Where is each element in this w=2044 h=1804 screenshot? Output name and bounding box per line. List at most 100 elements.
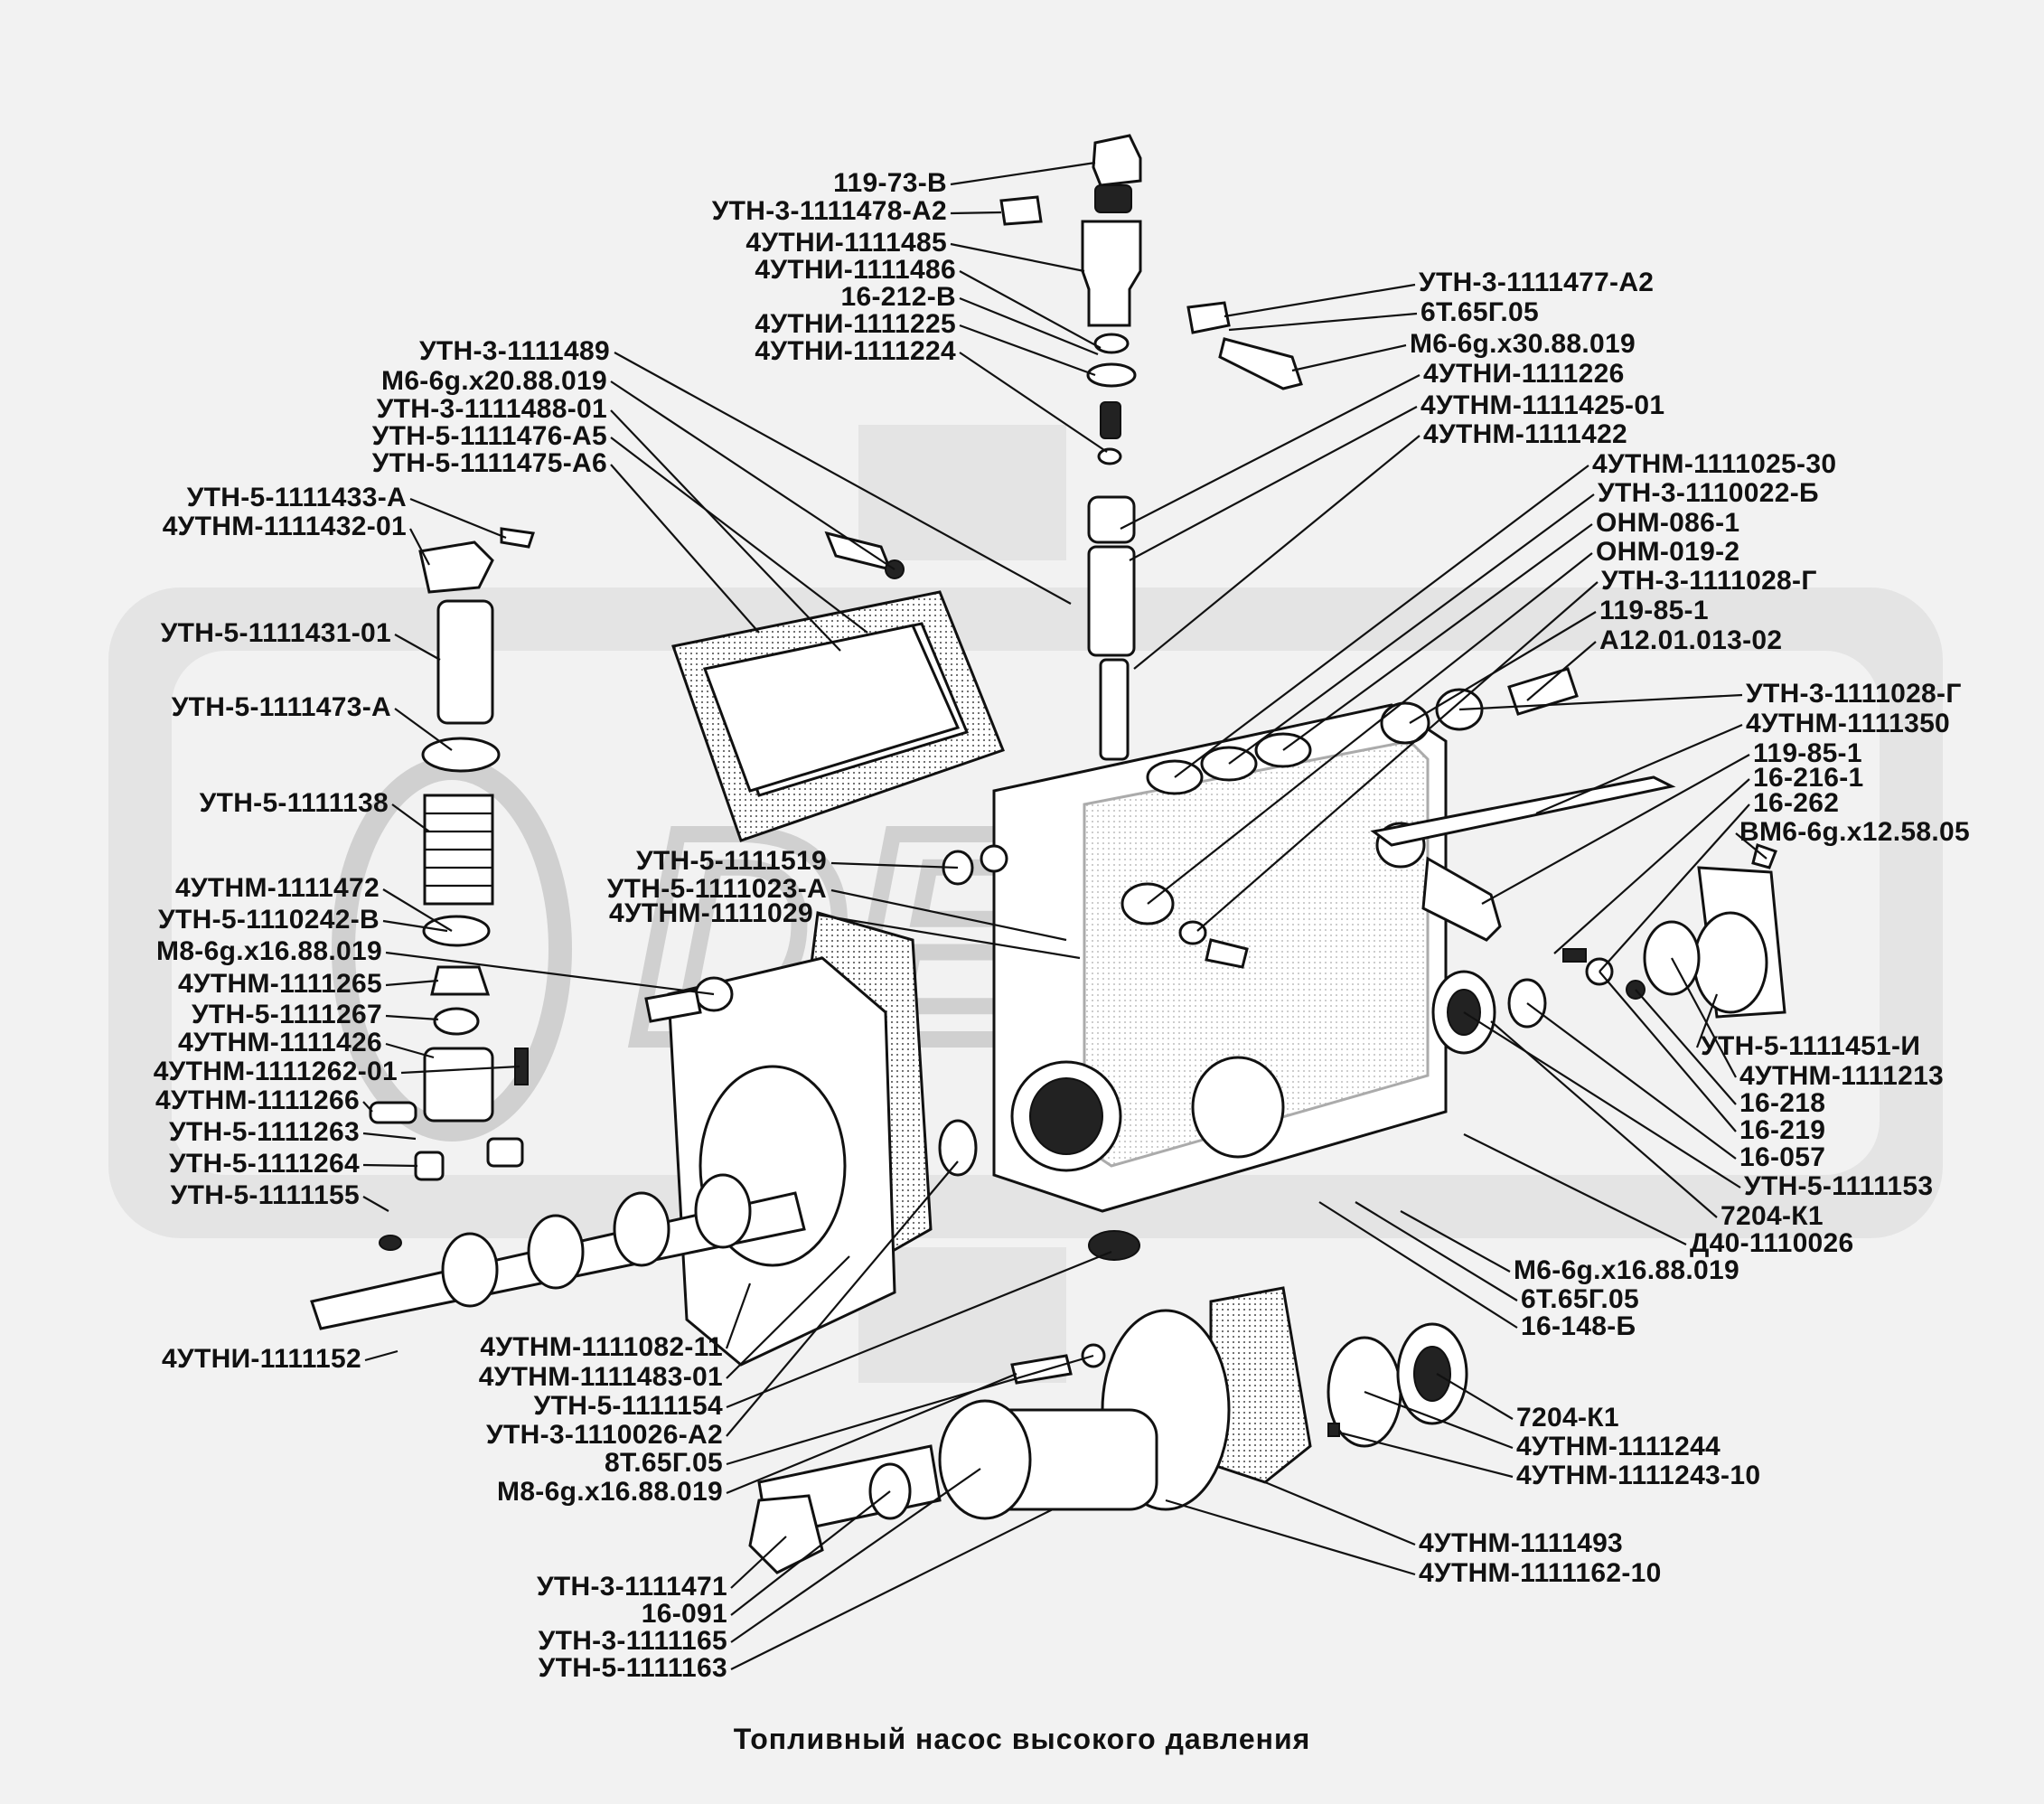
leader-line xyxy=(362,1101,373,1113)
leader-line xyxy=(1535,723,1743,815)
part-label: УТН-5-1111475-А6 xyxy=(372,448,607,478)
part-label: УТН-5-1111431-01 xyxy=(161,618,391,648)
leader-line xyxy=(1174,465,1589,778)
leader-line xyxy=(726,1160,959,1437)
part-label: 119-85-1 xyxy=(1753,738,1862,768)
drive-assembly xyxy=(748,1286,1468,1574)
part-label: ОНМ-086-1 xyxy=(1596,508,1739,538)
leader-line xyxy=(1196,581,1599,932)
leader-line xyxy=(1463,1011,1741,1189)
leader-line xyxy=(1599,803,1750,972)
part-label: 4УТНМ-1111029 xyxy=(609,898,813,928)
part-label: УТН-5-1111451-И xyxy=(1701,1031,1920,1061)
part-label: 4УТНМ-1111265 xyxy=(178,969,382,999)
delivery-valve-stack xyxy=(999,134,1142,805)
leader-line xyxy=(1735,832,1767,860)
leader-line xyxy=(959,296,1099,356)
part-label: М6-6g.x16.88.019 xyxy=(1514,1255,1739,1285)
leader-line xyxy=(362,1163,418,1168)
part-label: 6Т.65Г.05 xyxy=(1420,297,1539,327)
leader-line xyxy=(1228,493,1595,765)
part-label: 4УТНИ-1111152 xyxy=(162,1344,361,1374)
leader-line xyxy=(1526,1002,1737,1160)
part-label: М6-6g.x30.88.019 xyxy=(1410,329,1636,359)
part-label: 7204-К1 xyxy=(1516,1403,1619,1433)
part-label: УТН-5-1111163 xyxy=(539,1653,727,1683)
leader-line xyxy=(1165,1499,1416,1576)
part-label: 16-057 xyxy=(1739,1142,1825,1172)
leader-line xyxy=(1436,1373,1514,1420)
part-label: 7204-К1 xyxy=(1721,1201,1824,1231)
part-label: 4УТНИ-1111226 xyxy=(1423,359,1625,389)
label-group-right-top: УТН-3-1111477-А2 6Т.65Г.05 М6-6g.x30.88.… xyxy=(1410,268,1836,655)
part-label: 119-85-1 xyxy=(1599,596,1709,625)
part-label: УТН-3-1111489 xyxy=(419,336,610,366)
leader-line xyxy=(1224,283,1416,318)
part-label: УТН-3-1111477-А2 xyxy=(1419,268,1654,297)
part-label: 4УТНМ-1111266 xyxy=(155,1085,360,1115)
leader-line xyxy=(730,1490,891,1616)
part-label: 4УТНИ-1111486 xyxy=(755,255,956,285)
leader-line xyxy=(391,803,430,832)
leader-line xyxy=(382,888,453,932)
leader-line xyxy=(1355,1201,1518,1301)
leader-line xyxy=(1481,754,1750,905)
part-label: УТН-3-1111488-01 xyxy=(377,394,607,424)
leader-line xyxy=(385,979,439,987)
leader-line xyxy=(1599,971,1737,1132)
part-label: ОНМ-019-2 xyxy=(1596,537,1739,567)
part-label: УТН-5-1111476-А5 xyxy=(372,421,607,451)
leader-line xyxy=(614,352,1072,605)
leader-line xyxy=(610,464,760,634)
part-label: 16-218 xyxy=(1739,1088,1825,1118)
part-label: УТН-5-1111433-А xyxy=(187,483,407,512)
part-label: 4УТНМ-1111493 xyxy=(1419,1528,1623,1558)
label-group-left-column: УТН-5-1111433-А 4УТНМ-1111432-01 УТН-5-1… xyxy=(154,483,407,1210)
part-label: УТН-5-1110242-В xyxy=(158,905,380,935)
part-label: 16-262 xyxy=(1753,788,1839,818)
leader-line xyxy=(1635,989,1737,1105)
part-label: 4УТНМ-1111426 xyxy=(178,1028,382,1057)
part-label: М8-6g.x16.88.019 xyxy=(497,1477,723,1507)
leader-line xyxy=(362,1132,417,1141)
bracket-and-bolt xyxy=(1186,301,1303,390)
label-group-left-top: 119-73-В УТН-3-1111478-А2 4УТНИ-1111485 … xyxy=(712,168,956,366)
part-label: 16-091 xyxy=(642,1599,727,1629)
part-label: УТН-5-1111154 xyxy=(534,1391,723,1421)
leader-line xyxy=(959,270,1102,349)
leader-line xyxy=(1291,343,1407,372)
leader-line xyxy=(726,1354,1094,1466)
part-label: Д40-1110026 xyxy=(1690,1228,1854,1258)
part-label: УТН-3-1110022-Б xyxy=(1598,478,1819,508)
part-label: 16-216-1 xyxy=(1753,763,1864,793)
leader-line xyxy=(730,1536,787,1589)
part-label: УТН-5-1111267 xyxy=(192,1000,382,1029)
leader-line xyxy=(1318,1201,1518,1329)
leader-line xyxy=(1338,1431,1514,1479)
leader-line xyxy=(1129,406,1418,561)
label-group-bottom-left: 4УТНИ-1111152 4УТНМ-1111082-11 4УТНМ-111… xyxy=(162,1332,727,1683)
leader-line xyxy=(1463,1133,1687,1245)
part-label: 8Т.65Г.05 xyxy=(605,1448,723,1478)
leader-line xyxy=(726,1372,1017,1495)
flange-plates xyxy=(644,911,978,1367)
leader-line xyxy=(1458,693,1743,711)
part-label: УТН-3-1111478-А2 xyxy=(712,196,947,226)
leader-line xyxy=(409,528,430,566)
leader-line xyxy=(362,1196,389,1212)
leader-line xyxy=(950,161,1096,186)
part-label: УТН-5-1111138 xyxy=(200,788,389,818)
leader-line xyxy=(1147,552,1593,905)
leader-line xyxy=(1490,1020,1718,1218)
part-label: М8-6g.x16.88.019 xyxy=(156,936,382,966)
side-cover xyxy=(1562,843,1786,1019)
leader-line xyxy=(730,1508,1054,1670)
part-label: УТН-3-1111028-Г xyxy=(1601,566,1817,596)
leader-line xyxy=(1228,312,1418,332)
camshaft xyxy=(310,1173,806,1330)
leader-line xyxy=(364,1349,398,1362)
leader-line xyxy=(950,211,1002,215)
leader-line xyxy=(730,1468,981,1643)
leader-line xyxy=(610,437,868,634)
